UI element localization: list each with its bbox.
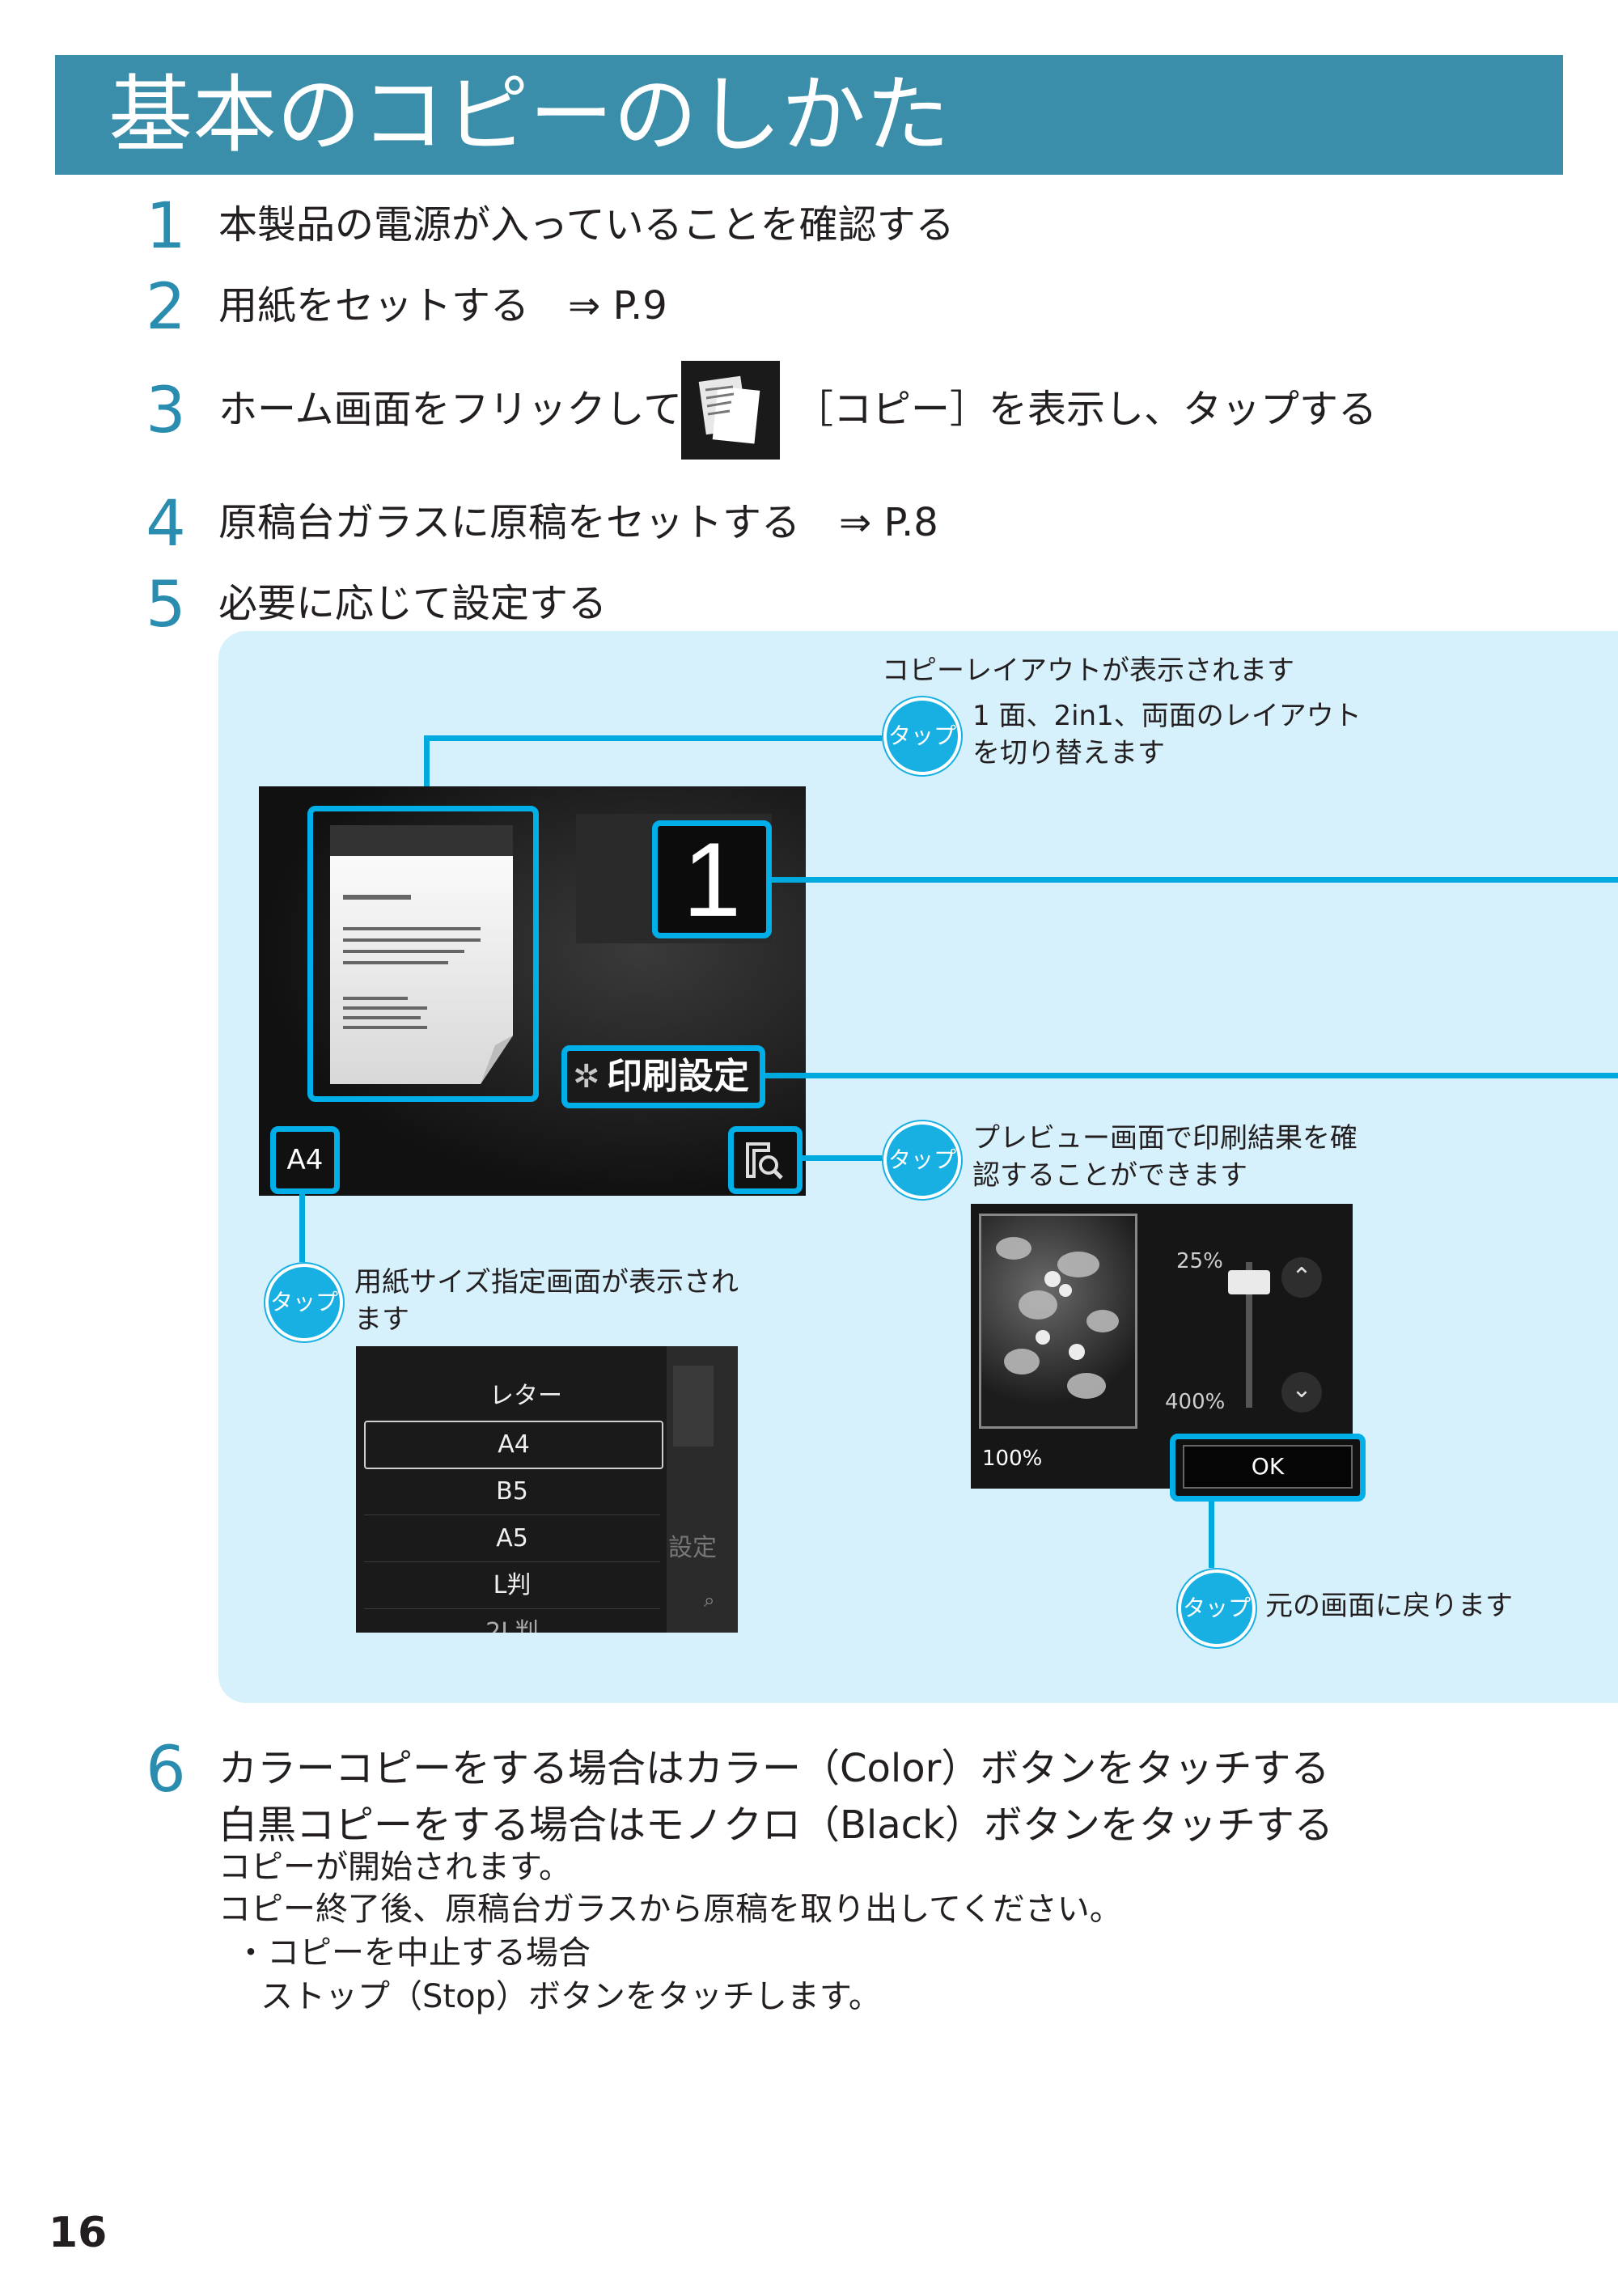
layout-highlight — [307, 806, 539, 1102]
after-line-2: コピー終了後、原稿台ガラスから原稿を取り出してください。 — [218, 1891, 1122, 1928]
step-number-4: 4 — [146, 488, 186, 561]
paper-desc-1: 用紙サイズ指定画面が表示され — [354, 1266, 739, 1298]
zoom-slider-handle[interactable] — [1228, 1270, 1270, 1294]
step-text-6a: カラーコピーをする場合はカラー（Color）ボタンをタッチする — [218, 1746, 1330, 1791]
zoom-max-label: 400% — [1165, 1390, 1226, 1414]
step-text-6b: 白黒コピーをする場合はモノクロ（Black）ボタンをタッチする — [218, 1802, 1333, 1848]
step-number-6: 6 — [146, 1734, 186, 1807]
preview-image — [979, 1214, 1137, 1429]
paper-option-a4[interactable]: A4 — [364, 1421, 663, 1469]
connector-layout-h — [424, 735, 882, 741]
step-text-2: 用紙をセットする ⇒ P.9 — [218, 283, 667, 328]
layout-desc-1: 1 面、2in1、両面のレイアウト — [972, 700, 1362, 732]
gear-icon: ✲ — [573, 1058, 600, 1095]
paper-desc-2: ます — [354, 1303, 409, 1336]
paper-option-letter[interactable]: レター — [489, 1382, 562, 1410]
zoom-current-label: 100% — [982, 1447, 1043, 1471]
step-text-1: 本製品の電源が入っていることを確認する — [218, 202, 955, 248]
tap-badge-layout: タップ — [883, 697, 961, 775]
title-bar — [55, 55, 1563, 175]
zoom-track — [1246, 1262, 1252, 1408]
step-number-5: 5 — [146, 569, 186, 642]
cancel-bullet-body: ストップ（Stop）ボタンをタッチします。 — [260, 1978, 881, 2015]
paper-option-2l[interactable]: 2L判 — [485, 1618, 539, 1633]
print-settings-button[interactable] — [561, 1045, 765, 1108]
step-number-1: 1 — [146, 190, 186, 263]
layout-preview[interactable] — [322, 817, 521, 1092]
paper-option-b5[interactable]: B5 — [364, 1469, 660, 1515]
paper-option-l[interactable]: L判 — [364, 1563, 660, 1609]
step-text-3b: ［コピー］を表示し、タップする — [794, 387, 1378, 432]
print-settings-label: 印刷設定 — [607, 1056, 749, 1097]
step-text-3a: ホーム画面をフリックして — [218, 387, 683, 432]
layout-desc-2: を切り替えます — [972, 737, 1165, 769]
after-line-1: コピーが開始されます。 — [218, 1849, 571, 1886]
step-text-4: 原稿台ガラスに原稿をセットする ⇒ P.8 — [218, 500, 938, 545]
layout-title-note: コピーレイアウトが表示されます — [882, 654, 1294, 687]
ok-desc: 元の画面に戻ります — [1265, 1590, 1513, 1622]
connector-layout-v — [424, 735, 430, 811]
preview-icon — [743, 1141, 788, 1181]
paper-menu-list — [356, 1346, 667, 1633]
paper-size-label: A4 — [286, 1144, 324, 1176]
preview-desc-1: プレビュー画面で印刷結果を確 — [972, 1122, 1358, 1154]
zoom-down-icon[interactable]: ⌄ — [1281, 1372, 1322, 1413]
zoom-up-icon[interactable]: ⌃ — [1281, 1257, 1322, 1298]
copies-highlight[interactable] — [652, 820, 772, 938]
paper-option-a5[interactable]: A5 — [364, 1516, 660, 1562]
step-text-5: 必要に応じて設定する — [218, 581, 608, 626]
connector-preview — [803, 1155, 882, 1161]
bg-copies-box — [673, 1366, 714, 1447]
tap-badge-preview: タップ — [883, 1121, 961, 1199]
step-number-2: 2 — [146, 271, 186, 344]
tap-badge-paper: タップ — [265, 1264, 343, 1341]
connector-ok — [1209, 1502, 1214, 1568]
step-number-3: 3 — [146, 375, 186, 447]
connector-copies — [772, 877, 1618, 883]
ok-button[interactable]: OK — [1183, 1445, 1353, 1489]
paper-size-button[interactable] — [270, 1126, 340, 1194]
tap-badge-ok: タップ — [1178, 1569, 1256, 1647]
page-title: 基本のコピーのしかた — [108, 66, 951, 164]
connector-print-settings — [765, 1073, 1618, 1078]
copies-count: 1 — [682, 820, 742, 938]
preview-desc-2: 認することができます — [972, 1159, 1247, 1192]
bg-preview-icon: ⌕ — [704, 1589, 715, 1612]
paper-size-screen: 設定 ⌕ レター A4 B5 A5 L判 2L判 — [356, 1346, 738, 1633]
page-number: 16 — [49, 2209, 108, 2257]
bg-settings-text: 設定 — [668, 1534, 717, 1562]
preview-button[interactable] — [728, 1126, 803, 1194]
connector-paper — [299, 1194, 305, 1262]
copy-icon — [681, 361, 780, 460]
zoom-min-label: 25% — [1176, 1249, 1223, 1273]
cancel-bullet-title: ・コピーを中止する場合 — [235, 1934, 591, 1972]
